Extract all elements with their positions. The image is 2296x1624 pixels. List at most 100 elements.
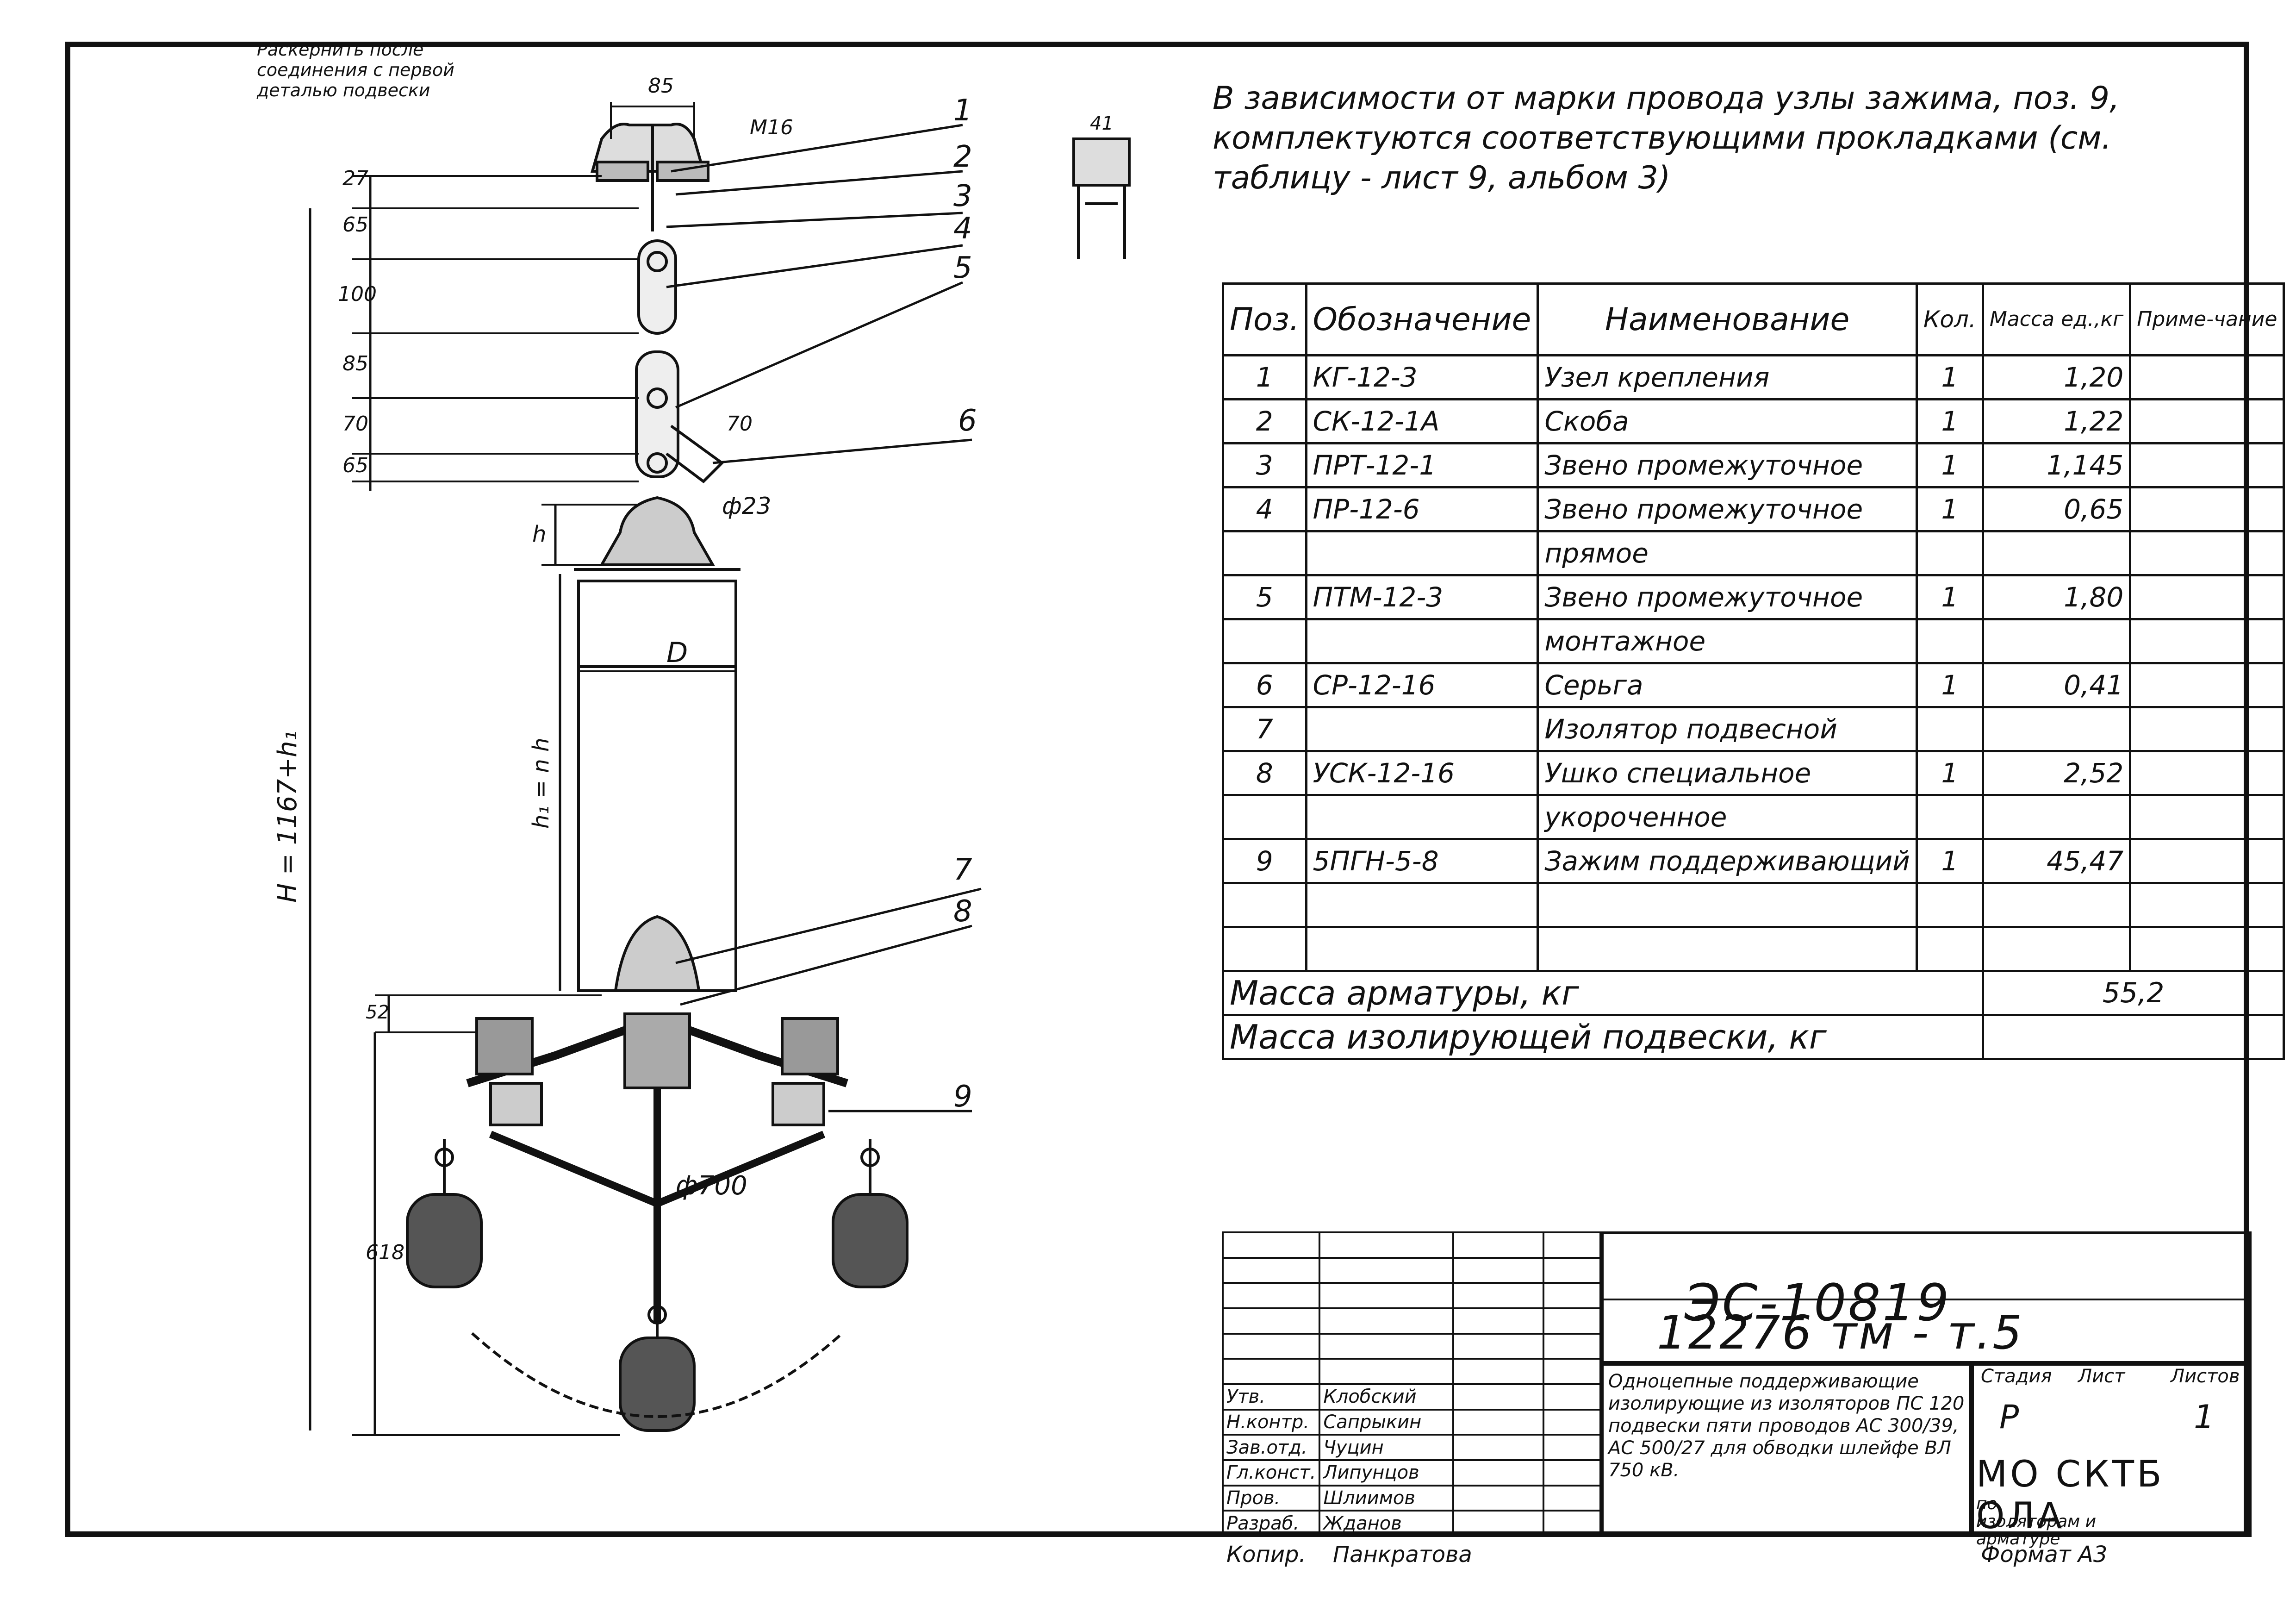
role-label: Разраб.	[1221, 1510, 1321, 1537]
cell-name: Серьга	[1537, 662, 1918, 708]
cell-pos: 7	[1222, 706, 1307, 752]
weight-right	[832, 1193, 908, 1288]
cell-note	[2129, 442, 2285, 488]
cell-mass: 45,47	[1981, 838, 2132, 884]
stage-label: Стадия	[1981, 1366, 2052, 1387]
cell-name: монтажное	[1537, 618, 1918, 664]
cell-note	[2129, 794, 2285, 840]
cell-pos: 3	[1222, 442, 1307, 488]
cell-qty: 1	[1915, 574, 1984, 620]
cell-code	[1305, 530, 1539, 576]
signature-row: Зав.отд.Чуцин	[1221, 1434, 1602, 1461]
cell-code: ПРТ-12-1	[1305, 442, 1539, 488]
cell-note	[2129, 486, 2285, 532]
cell-code: УСК-12-16	[1305, 750, 1539, 796]
callout-6: 6	[958, 404, 977, 438]
dim-100: 100	[338, 282, 377, 306]
dim-85-top: 85	[648, 74, 674, 98]
cell-note	[2129, 662, 2285, 708]
clamp-pads-note: В зависимости от марки провода узлы зажи…	[1213, 80, 2120, 196]
cell-name	[1537, 882, 1918, 928]
stage-value: Р	[1999, 1398, 2019, 1436]
signer-name: Сапрыкин	[1319, 1408, 1455, 1436]
cell-qty: 1	[1915, 398, 1984, 444]
total-insulator-label: Масса изолирующей подвески, кг	[1222, 1014, 1984, 1060]
cell-mass: 1,22	[1981, 398, 2132, 444]
weight-bottom	[619, 1337, 696, 1432]
signature-row: Гл.конст.Липунцов	[1221, 1459, 1602, 1487]
cell-qty: 1	[1915, 354, 1984, 400]
cell-name: укороченное	[1537, 794, 1918, 840]
callout-2: 2	[953, 140, 972, 174]
cell-pos	[1222, 794, 1307, 840]
dim-70b: 70	[727, 412, 753, 436]
signature-row: Пров.Шлиимов	[1221, 1484, 1602, 1512]
sheet-label: Лист	[2078, 1366, 2125, 1387]
cell-qty	[1915, 618, 1984, 664]
cell-mass: 1,20	[1981, 354, 2132, 400]
assembly-note-line: деталью подвески	[257, 80, 430, 100]
dim-D: D	[666, 637, 688, 669]
cell-pos	[1222, 530, 1307, 576]
cell-code	[1305, 794, 1539, 840]
table-row: укороченное	[1222, 794, 2285, 840]
cell-mass: 0,65	[1981, 486, 2132, 532]
dim-65b: 65	[342, 454, 368, 477]
role-label: Зав.отд.	[1221, 1434, 1321, 1461]
cell-note	[2129, 706, 2285, 752]
insulator-bottom-cap	[614, 915, 701, 992]
col-note: Приме-чание	[2129, 282, 2285, 356]
col-code: Обозначение	[1305, 282, 1539, 356]
dim-27: 27	[342, 167, 368, 190]
sheet-info-box	[1972, 1363, 2252, 1537]
cell-mass: 1,80	[1981, 574, 2132, 620]
signature-row: Утв.Клобский	[1221, 1383, 1602, 1411]
role-label: Утв.	[1221, 1383, 1321, 1411]
sheets-label: Листов	[2171, 1366, 2240, 1387]
dim-41: 41	[1090, 113, 1114, 134]
dim-52: 52	[366, 1002, 389, 1023]
table-row: монтажное	[1222, 618, 2285, 664]
cell-note	[2129, 882, 2285, 928]
table-row	[1222, 882, 2285, 928]
cell-note	[2129, 354, 2285, 400]
role-label: Гл.конст.	[1221, 1459, 1321, 1487]
cell-mass: 2,52	[1981, 750, 2132, 796]
callout-3: 3	[953, 179, 972, 213]
cell-code: ПТМ-12-3	[1305, 574, 1539, 620]
cell-note	[2129, 398, 2285, 444]
cell-name: Скоба	[1537, 398, 1918, 444]
cell-mass	[1981, 882, 2132, 928]
cell-note	[2129, 750, 2285, 796]
clamp-left	[475, 1017, 534, 1075]
cell-name: Звено промежуточное	[1537, 486, 1918, 532]
dim-H: H = 1167+h₁	[273, 731, 303, 903]
doc-code-box	[1601, 1231, 2252, 1363]
total-armature-row: Масса арматуры, кг 55,2	[1222, 970, 2285, 1016]
doc-code-divider	[1601, 1299, 2252, 1300]
cell-name: Зажим поддерживающий	[1537, 838, 1918, 884]
assembly-note-line: Раскернить после	[257, 39, 424, 60]
cell-code	[1305, 706, 1539, 752]
cell-qty	[1915, 926, 1984, 972]
signer-name: Липунцов	[1319, 1459, 1455, 1487]
cell-pos: 9	[1222, 838, 1307, 884]
cell-note	[2129, 926, 2285, 972]
cell-code	[1305, 618, 1539, 664]
table-row: 7 Изолятор подвесной	[1222, 706, 2285, 752]
cell-qty: 1	[1915, 442, 1984, 488]
cell-pos: 8	[1222, 750, 1307, 796]
table-row	[1222, 926, 2285, 972]
cell-name: Ушко специальное	[1537, 750, 1918, 796]
cell-code: 5ПГН-5-8	[1305, 838, 1539, 884]
cell-mass	[1981, 926, 2132, 972]
signature-row: Н.контр.Сапрыкин	[1221, 1408, 1602, 1436]
cell-name: Изолятор подвесной	[1537, 706, 1918, 752]
total-armature-label: Масса арматуры, кг	[1222, 970, 1984, 1016]
link-4	[635, 350, 679, 478]
dim-85: 85	[342, 352, 368, 375]
